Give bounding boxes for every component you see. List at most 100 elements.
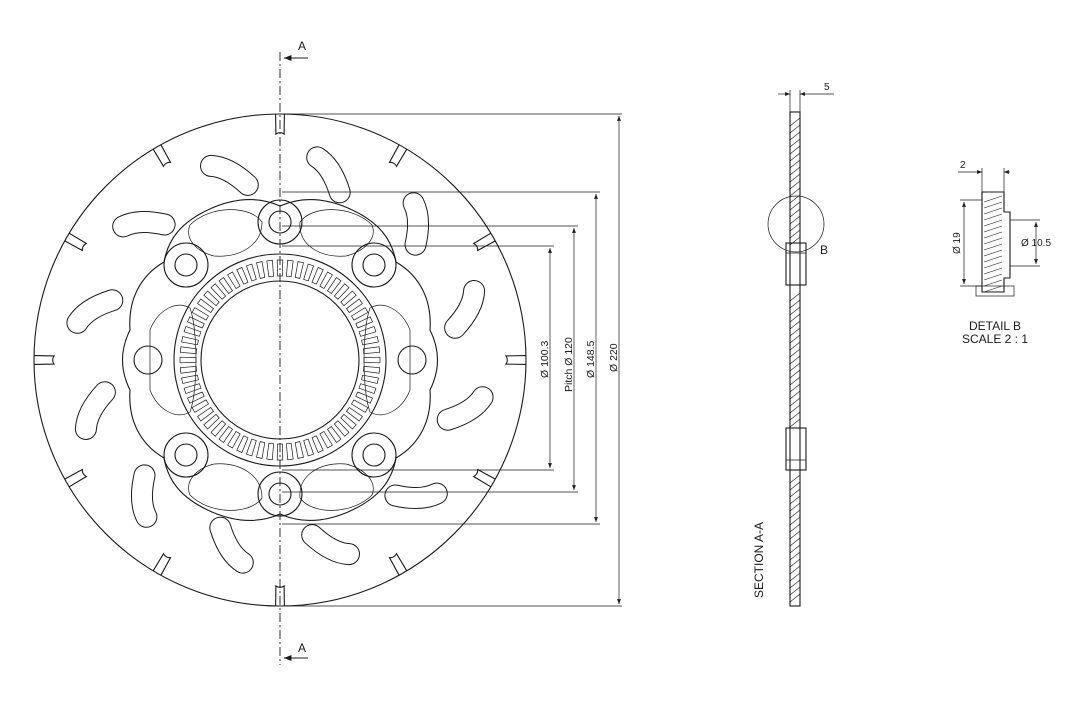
hatch-line bbox=[789, 558, 801, 568]
tone-tooth bbox=[355, 391, 373, 404]
vent-slot bbox=[67, 290, 123, 333]
tone-tooth bbox=[236, 267, 249, 285]
tone-tooth bbox=[327, 277, 342, 294]
tone-tooth bbox=[183, 325, 202, 337]
vent-slot bbox=[113, 212, 175, 237]
section-body bbox=[789, 111, 801, 607]
hatch-line bbox=[789, 355, 801, 365]
hatch-line bbox=[789, 474, 801, 484]
bolt-hole bbox=[362, 443, 386, 467]
bolt-boss bbox=[163, 242, 209, 288]
hatch-line bbox=[983, 237, 1003, 245]
rim-notch bbox=[472, 232, 496, 252]
bolt-hole bbox=[362, 253, 386, 277]
rim-notch bbox=[152, 144, 172, 168]
tone-tooth bbox=[294, 441, 304, 459]
hatch-line bbox=[789, 509, 801, 519]
rim-notch bbox=[388, 552, 408, 576]
hatch-line bbox=[789, 369, 801, 379]
detail-hatch bbox=[983, 195, 1003, 293]
tone-tooth bbox=[187, 391, 205, 404]
detail-d19-text: Ø 19 bbox=[952, 232, 963, 254]
section-marker-bottom: A bbox=[284, 641, 308, 662]
hatch-line bbox=[789, 348, 801, 358]
hatch-line bbox=[789, 551, 801, 561]
hatch-line bbox=[789, 152, 801, 162]
tone-tooth bbox=[303, 438, 315, 457]
tone-tooth bbox=[362, 366, 381, 374]
hatch-line bbox=[789, 334, 801, 344]
vent-slot bbox=[201, 155, 258, 195]
hatch-line bbox=[983, 219, 1003, 227]
rim-notch bbox=[504, 355, 527, 365]
tone-ring-teeth bbox=[179, 259, 381, 461]
tone-tooth bbox=[179, 346, 198, 354]
tone-tooth bbox=[276, 259, 284, 277]
tone-tooth bbox=[218, 426, 233, 443]
dimension-lines: Ø 100.3 Pitch Ø 120 Ø 148.5 Ø 220 bbox=[282, 113, 622, 607]
hatch-line bbox=[983, 231, 1003, 239]
ventilation-slots bbox=[66, 146, 494, 574]
hatch-line bbox=[983, 225, 1003, 233]
tone-tooth bbox=[266, 442, 274, 461]
detail-callout-label: B bbox=[820, 243, 828, 257]
hatch-line bbox=[789, 229, 801, 239]
tone-tooth bbox=[362, 346, 381, 354]
tone-tooth bbox=[227, 431, 241, 449]
bolt-hole bbox=[174, 443, 198, 467]
hatch-line bbox=[983, 267, 1003, 275]
tone-tooth bbox=[181, 336, 199, 346]
vent-slot bbox=[307, 147, 350, 203]
detail-view: 2 Ø 19 Ø 10.5 DETAIL B SCALE 2 : 1 bbox=[952, 160, 1051, 346]
tone-tooth bbox=[319, 271, 333, 289]
hatch-line bbox=[789, 488, 801, 498]
section-boss-top bbox=[785, 242, 807, 286]
hub-pad-right bbox=[363, 304, 411, 416]
vent-slot bbox=[437, 387, 493, 430]
tone-tooth bbox=[303, 263, 315, 282]
tone-tooth bbox=[363, 356, 381, 364]
hatch-line bbox=[789, 544, 801, 554]
bolt-hole bbox=[397, 345, 427, 375]
hub-carrier bbox=[122, 199, 438, 521]
detail-body bbox=[981, 191, 1011, 293]
vent-slot bbox=[75, 382, 115, 439]
tone-tooth bbox=[358, 325, 377, 337]
hatch-line bbox=[789, 201, 801, 211]
tone-tooth bbox=[351, 307, 369, 321]
tone-tooth bbox=[346, 298, 363, 313]
tone-tooth bbox=[218, 277, 233, 294]
hatch-line bbox=[983, 261, 1003, 269]
vent-slot bbox=[445, 281, 485, 338]
tone-tooth bbox=[311, 267, 324, 285]
hatch-line bbox=[789, 530, 801, 540]
tone-tooth bbox=[327, 426, 342, 443]
hatch-line bbox=[789, 341, 801, 351]
hatch-line bbox=[789, 159, 801, 169]
detail-width-text: 2 bbox=[960, 160, 966, 171]
tone-tooth bbox=[256, 261, 266, 279]
section-hatch bbox=[789, 117, 801, 603]
hatch-line bbox=[983, 285, 1003, 293]
tone-tooth bbox=[197, 407, 214, 422]
tone-tooth bbox=[311, 435, 324, 453]
hatch-line bbox=[983, 213, 1003, 221]
hatch-line bbox=[789, 215, 801, 225]
detail-d105-text: Ø 10.5 bbox=[1021, 238, 1051, 249]
tone-tooth bbox=[179, 356, 197, 364]
dim-outer-text: Ø 220 bbox=[608, 343, 620, 372]
tone-tooth bbox=[346, 407, 363, 422]
section-marker-top: A bbox=[284, 39, 308, 62]
rim-notch bbox=[152, 552, 172, 576]
vent-slot bbox=[385, 483, 447, 508]
tone-tooth bbox=[179, 366, 198, 374]
tone-tooth bbox=[333, 283, 350, 300]
hatch-line bbox=[789, 320, 801, 330]
rim-notch bbox=[388, 144, 408, 168]
tone-tooth bbox=[191, 307, 209, 321]
tone-tooth bbox=[276, 443, 284, 461]
hatch-line bbox=[789, 390, 801, 400]
tone-tooth bbox=[358, 383, 377, 395]
tone-tooth bbox=[286, 259, 294, 278]
section-label-top: A bbox=[298, 39, 306, 53]
